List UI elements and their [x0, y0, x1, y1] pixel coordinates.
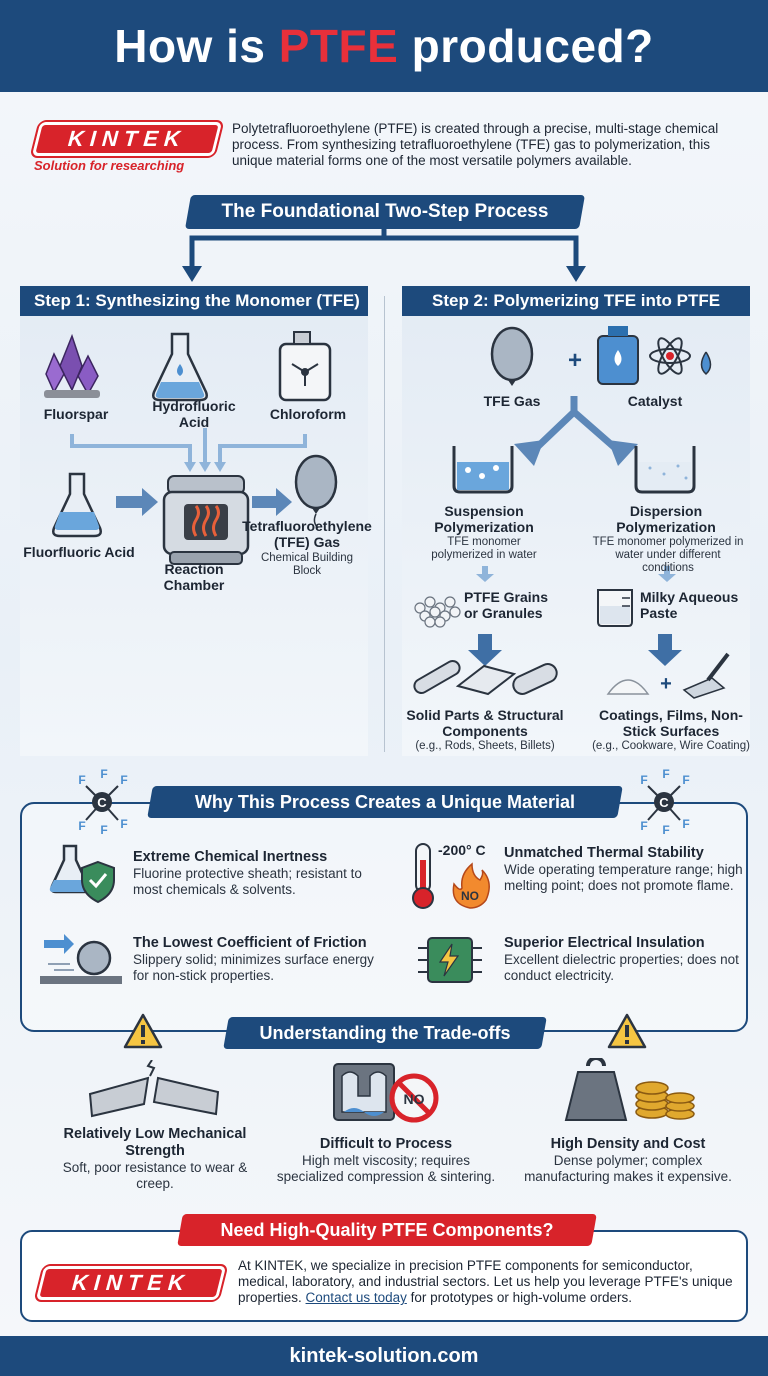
svg-text:+: + [660, 673, 672, 695]
tradeoffs-title-pill: Understanding the Trade-offs [223, 1017, 547, 1049]
svg-text:F: F [78, 819, 85, 833]
property-low-friction: The Lowest Coefficient of Friction Slipp… [133, 935, 374, 983]
broken-beam-icon [88, 1060, 220, 1118]
cta-title-pill: Need High-Quality PTFE Components? [177, 1214, 597, 1246]
cf4-molecule-icon-left: C F F F F F F [78, 768, 127, 836]
warning-icon-left [123, 1013, 163, 1049]
suspension-desc: TFE monomer polymerized in water [431, 536, 537, 561]
plus-sign: + [568, 347, 582, 374]
svg-text:F: F [682, 817, 689, 831]
svg-text:F: F [78, 773, 85, 787]
step2-panel [402, 286, 750, 756]
property-chemical-inertness: Extreme Chemical Inertness Fluorine prot… [133, 849, 362, 897]
reaction-chamber-icon [162, 475, 250, 565]
suspension-beaker-icon [452, 446, 514, 494]
chamber-label: Reaction Chamber [163, 561, 225, 593]
cta-text: At KINTEK, we specialize in precision PT… [238, 1258, 733, 1305]
chloroform-label: Chloroform [269, 406, 347, 422]
svg-text:F: F [100, 823, 107, 836]
ptfe-parts-icon [413, 660, 558, 696]
tfe-balloon-icon [490, 326, 534, 386]
property-electrical-insulation: Superior Electrical Insulation Excellent… [504, 935, 739, 983]
step1-diagram [44, 331, 338, 565]
coatings-label: Coatings, Films, Non-Stick Surfaces [599, 707, 743, 739]
measuring-cup-icon [597, 589, 633, 627]
fluorspar-icon [44, 333, 100, 398]
acid-flask-icon [52, 472, 102, 538]
catalyst-bottle-icon [597, 326, 639, 385]
weight-coins-icon [564, 1058, 695, 1121]
cta-kintek-logo: KINTEK [35, 1266, 227, 1300]
circuit-chip-icon [418, 937, 482, 983]
ptfe-grains-icon [414, 596, 461, 628]
milky-paste-label: Milky Aqueous Paste [640, 589, 739, 621]
catalyst-label: Catalyst [627, 393, 683, 409]
tfe-desc: Chemical Building Block [260, 552, 354, 577]
svg-text:C: C [659, 795, 669, 810]
solid-parts-label: Solid Parts & Structural Components [406, 707, 564, 739]
tradeoff-mechanical-strength: Relatively Low Mechanical Strength Soft,… [62, 1126, 248, 1191]
contact-us-link[interactable]: Contact us today [305, 1290, 407, 1305]
powder-brush-icon: + [606, 652, 730, 699]
svg-text:F: F [662, 823, 669, 836]
tfe-gas-label: Tetrafluoroethylene (TFE) Gas [242, 518, 372, 550]
svg-text:F: F [662, 768, 669, 781]
cf4-molecule-icon-right: C F F F F F F [640, 768, 689, 836]
svg-text:NO: NO [404, 1091, 425, 1107]
svg-text:C: C [97, 795, 107, 810]
unique-title-pill: Why This Process Creates a Unique Materi… [147, 786, 623, 818]
tradeoff-density-cost: High Density and Cost Dense polymer; com… [524, 1136, 732, 1184]
brand-tagline: Solution for researching [34, 158, 185, 173]
property-thermal-stability: Unmatched Thermal Stability Wide operati… [504, 845, 743, 893]
step1-title: Step 1: Synthesizing the Monomer (TFE) [20, 286, 368, 316]
suspension-label: Suspension Polymerization [434, 503, 534, 535]
unique-material-box [20, 802, 748, 1032]
svg-text:NO: NO [461, 889, 479, 903]
process-title-pill: The Foundational Two-Step Process [185, 195, 585, 229]
svg-text:F: F [100, 768, 107, 781]
svg-text:F: F [682, 773, 689, 787]
drop-icon [700, 351, 712, 376]
process-connectors [182, 222, 586, 282]
tfe-balloon-icon [294, 454, 338, 529]
svg-text:F: F [120, 773, 127, 787]
dispersion-beaker-icon [634, 446, 696, 494]
step-divider [384, 296, 385, 752]
fluorfluoric-label: Fluorfluoric Acid [23, 544, 135, 560]
temperature-label: -200° C [438, 842, 486, 858]
chemical-shield-icon [49, 844, 115, 904]
thermometer-fire-icon: NO [412, 843, 490, 909]
tradeoff-difficult-process: Difficult to Process High melt viscosity… [276, 1136, 496, 1184]
dispersion-label: Dispersion Polymerization [616, 503, 716, 535]
svg-text:F: F [120, 817, 127, 831]
friction-sphere-icon [40, 934, 122, 984]
page-title: How is PTFE produced? [114, 20, 654, 72]
flask-icon [152, 332, 208, 402]
kintek-logo: KINTEK [31, 122, 223, 156]
step2-diagram: + [413, 326, 730, 699]
step2-title: Step 2: Polymerizing TFE into PTFE [402, 286, 750, 316]
ptfe-grains-label: PTFE Grains or Granules [464, 589, 549, 621]
difficult-process-icon: NO [333, 1063, 439, 1123]
fluorspar-label: Fluorspar [43, 406, 109, 422]
intro-text: Polytetrafluoroethylene (PTFE) is create… [232, 121, 719, 168]
hydrofluoric-label: Hydrofluoric Acid [152, 398, 236, 430]
step2-tfe-gas-label: TFE Gas [483, 393, 541, 409]
dispersion-desc: TFE monomer polymerized in water under d… [592, 536, 744, 574]
footer-url[interactable]: kintek-solution.com [0, 1336, 768, 1376]
atom-icon [649, 337, 691, 375]
warning-icon-right [607, 1013, 647, 1049]
chloroform-jug-icon [278, 331, 332, 402]
page-header: How is PTFE produced? [0, 0, 768, 92]
svg-text:F: F [640, 819, 647, 833]
solid-parts-examples: (e.g., Rods, Sheets, Billets) [415, 740, 555, 752]
coatings-examples: (e.g., Cookware, Wire Coating) [592, 740, 750, 752]
svg-text:F: F [640, 773, 647, 787]
